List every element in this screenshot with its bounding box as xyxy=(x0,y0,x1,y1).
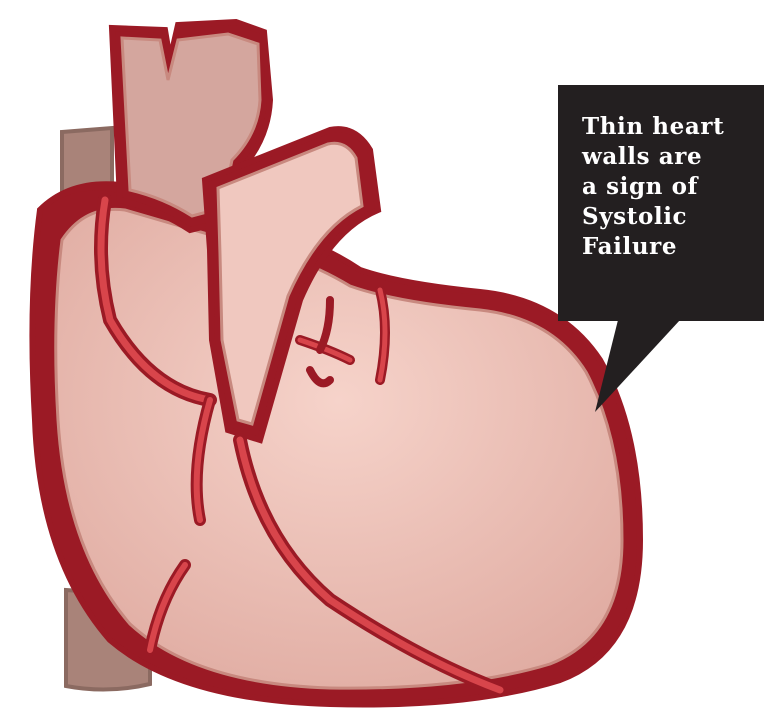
callout-line-5: Failure xyxy=(582,232,757,262)
callout-line-1: Thin heart xyxy=(582,112,757,142)
callout-line-2: walls are xyxy=(582,142,757,172)
heart-body xyxy=(32,188,640,705)
callout-text: Thin heart walls are a sign of Systolic … xyxy=(582,112,757,262)
callout-line-3: a sign of xyxy=(582,172,757,202)
callout-line-4: Systolic xyxy=(582,202,757,232)
